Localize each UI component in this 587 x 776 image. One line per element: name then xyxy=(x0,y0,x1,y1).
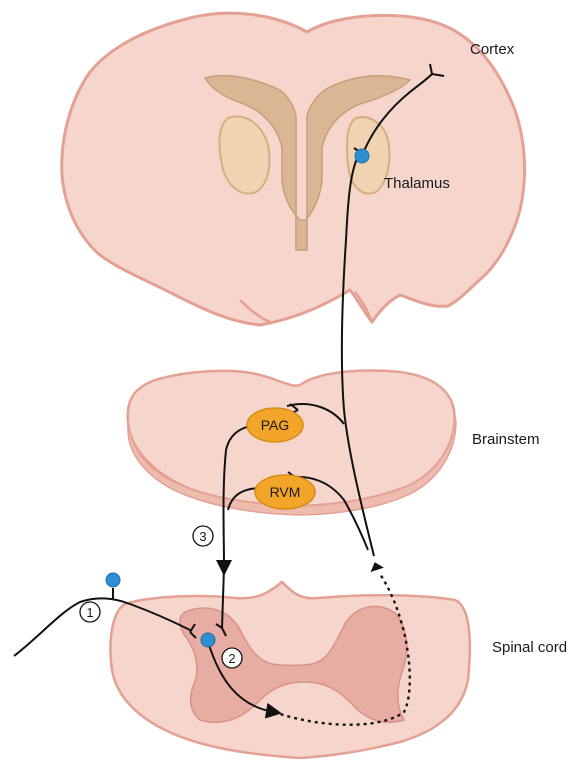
brain-section xyxy=(62,13,525,325)
step-marker-3: 3 xyxy=(193,526,213,546)
step-marker-1: 1 xyxy=(80,602,100,622)
afferent-neuron-body xyxy=(106,573,120,587)
svg-text:3: 3 xyxy=(199,529,206,544)
svg-text:1: 1 xyxy=(86,605,93,620)
step-marker-2: 2 xyxy=(222,648,242,668)
spinal-cord-section xyxy=(111,582,470,758)
rvm-nucleus: RVM xyxy=(255,475,315,509)
thalamus-label: Thalamus xyxy=(384,175,450,192)
svg-text:2: 2 xyxy=(228,651,235,666)
spinal-cord-label: Spinal cord xyxy=(492,639,567,656)
thalamic-neuron-body xyxy=(355,149,369,163)
brainstem-label: Brainstem xyxy=(472,431,540,448)
dorsal-horn-neuron-body xyxy=(201,633,215,647)
pag-nucleus: PAG xyxy=(247,408,303,442)
rvm-label: RVM xyxy=(270,484,301,500)
cortex-label: Cortex xyxy=(470,41,515,58)
pag-label: PAG xyxy=(261,417,290,433)
